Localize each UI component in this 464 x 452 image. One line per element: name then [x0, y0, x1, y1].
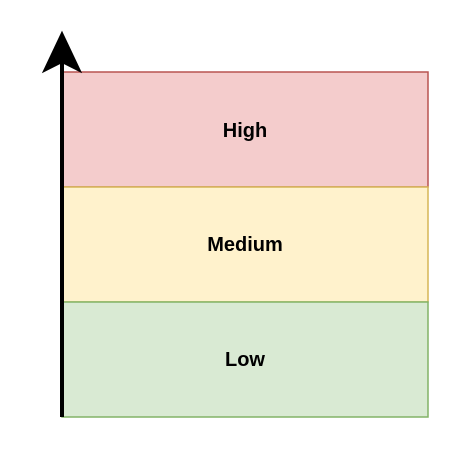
- vertical-axis: [41, 30, 83, 417]
- band-label-medium: Medium: [207, 234, 283, 256]
- band-label-high: High: [223, 120, 267, 142]
- band-high: [61, 71, 429, 188]
- band-medium: [61, 186, 429, 303]
- band-low: [61, 301, 429, 418]
- arrow-up-icon: [41, 30, 83, 74]
- band-label-low: Low: [225, 349, 265, 371]
